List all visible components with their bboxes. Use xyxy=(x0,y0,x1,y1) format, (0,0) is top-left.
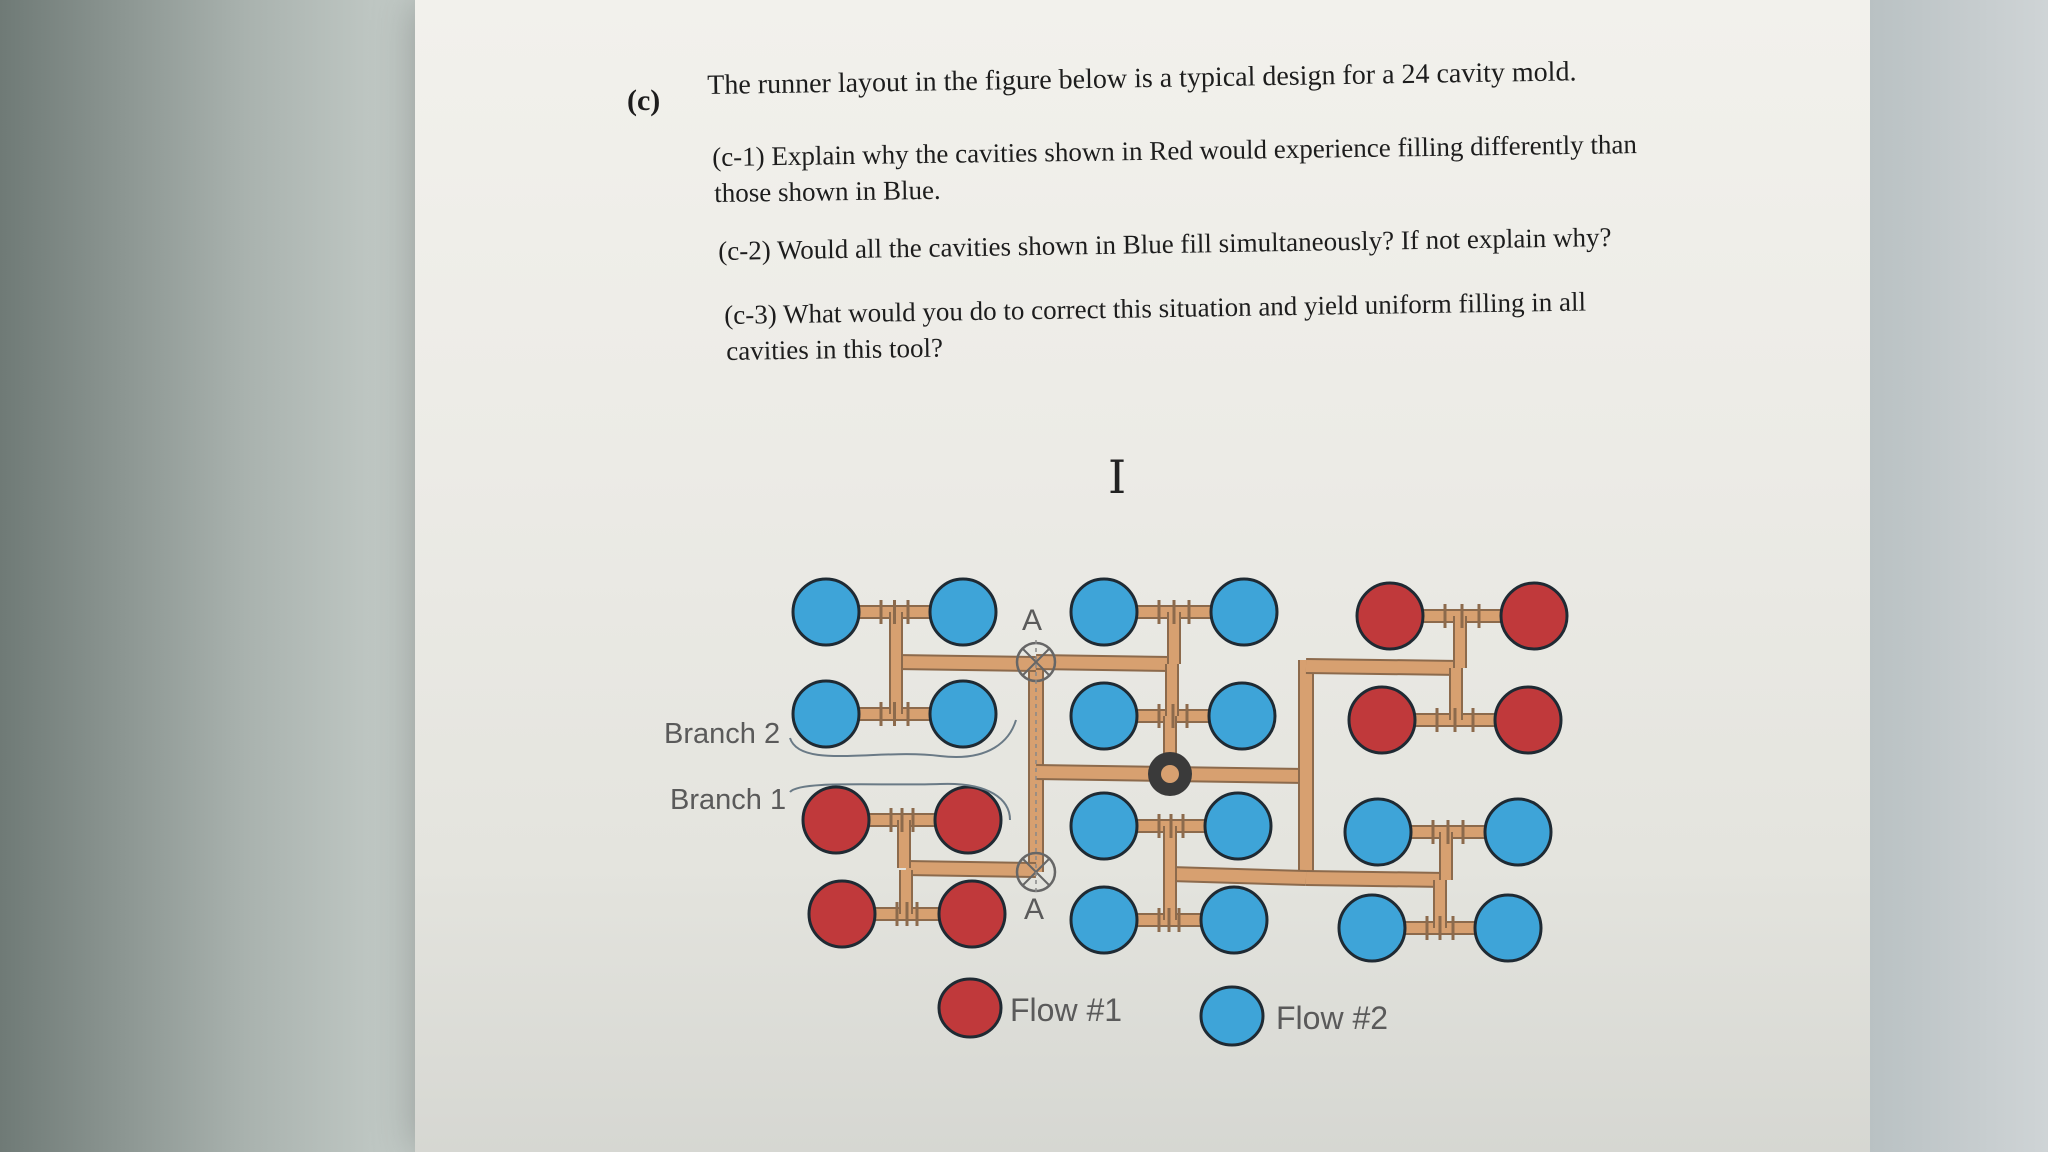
branch-2-outline xyxy=(789,719,1017,758)
runner-segment xyxy=(895,656,1037,670)
runner-segment xyxy=(1169,868,1307,884)
section-a-bottom-label: A xyxy=(1024,893,1045,926)
blue-cavity xyxy=(1199,885,1269,955)
branch-2-label: Branch 2 xyxy=(664,718,781,750)
figure-annotations xyxy=(789,640,1265,1047)
branch-1-label: Branch 1 xyxy=(670,784,787,816)
question-label: (c) xyxy=(627,84,661,117)
blue-cavity xyxy=(1207,681,1277,751)
monitor-bezel xyxy=(1870,0,2048,1152)
legend-red-swatch xyxy=(937,977,1003,1039)
legend-blue-swatch xyxy=(1199,985,1265,1047)
runner-segment xyxy=(1305,660,1461,674)
red-cavity xyxy=(1347,685,1417,755)
legend-flow-1-label: Flow #1 xyxy=(1010,992,1123,1028)
blue-cavity xyxy=(791,577,861,647)
blue-cavity xyxy=(1337,893,1407,963)
runner-segment xyxy=(1305,872,1447,886)
red-cavity xyxy=(1499,581,1569,651)
red-cavity xyxy=(1493,685,1563,755)
section-marker-cross xyxy=(1022,648,1050,676)
blue-cavity xyxy=(1209,577,1279,647)
red-cavity xyxy=(807,879,877,949)
blue-cavity xyxy=(1069,577,1139,647)
blue-cavity xyxy=(928,577,998,647)
blue-cavity xyxy=(1069,791,1139,861)
legend-flow-2-label: Flow #2 xyxy=(1276,1000,1389,1036)
red-cavity xyxy=(1355,581,1425,651)
text-cursor-icon: I xyxy=(1108,450,1127,504)
blue-cavity xyxy=(1203,791,1273,861)
blue-cavity xyxy=(1069,681,1139,751)
sprue-center xyxy=(1161,765,1179,783)
blue-cavity xyxy=(1069,885,1139,955)
section-a-top-label: A xyxy=(1022,604,1043,637)
cavity-group xyxy=(791,577,1569,963)
red-cavity xyxy=(801,785,871,855)
blue-cavity xyxy=(928,679,998,749)
red-cavity xyxy=(933,785,1003,855)
branch-1-outline xyxy=(789,782,1011,821)
runner-segment xyxy=(1035,656,1171,670)
red-cavity xyxy=(937,879,1007,949)
blue-cavity xyxy=(1483,797,1553,867)
blue-cavity xyxy=(791,679,861,749)
document-page xyxy=(415,0,1870,1152)
runner-segment xyxy=(905,862,1037,876)
blue-cavity xyxy=(1343,797,1413,867)
runner-system xyxy=(856,600,1504,940)
blue-cavity xyxy=(1473,893,1543,963)
